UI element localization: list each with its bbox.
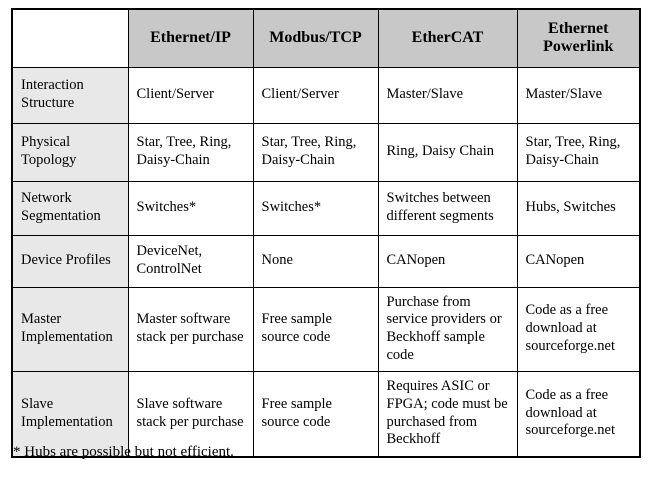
cell-interaction-ethernet-powerlink: Master/Slave <box>516 67 641 124</box>
row-label-interaction-structure: Interaction Structure <box>11 67 129 124</box>
cell-topology-ethernet-powerlink: Star, Tree, Ring, Daisy-Chain <box>516 123 641 182</box>
cell-master-ethernet-powerlink: Code as a free download at sourceforge.n… <box>516 287 641 372</box>
cell-master-modbus-tcp: Free sample source code <box>252 287 379 372</box>
cell-topology-modbus-tcp: Star, Tree, Ring, Daisy-Chain <box>252 123 379 182</box>
cell-master-ethercat: Purchase from service providers or Beckh… <box>377 287 518 372</box>
row-label-network-segmentation: Network Segmentation <box>11 181 129 236</box>
cell-profiles-ethernet-ip: DeviceNet, ControlNet <box>127 235 254 288</box>
table-footnote: * Hubs are possible but not efficient. <box>13 444 234 460</box>
column-header-ethernet-ip: Ethernet/IP <box>127 8 254 68</box>
table-row: Device Profiles DeviceNet, ControlNet No… <box>11 235 641 288</box>
cell-segmentation-ethernet-ip: Switches* <box>127 181 254 236</box>
cell-slave-modbus-tcp: Free sample source code <box>252 371 379 458</box>
cell-segmentation-modbus-tcp: Switches* <box>252 181 379 236</box>
table-body: Interaction Structure Client/Server Clie… <box>11 67 641 458</box>
column-header-ethernet-powerlink: Ethernet Powerlink <box>516 8 641 68</box>
cell-profiles-ethercat: CANopen <box>377 235 518 288</box>
row-label-device-profiles: Device Profiles <box>11 235 129 288</box>
cell-interaction-ethernet-ip: Client/Server <box>127 67 254 124</box>
table-row: Physical Topology Star, Tree, Ring, Dais… <box>11 123 641 182</box>
cell-slave-ethercat: Requires ASIC or FPGA; code must be purc… <box>377 371 518 458</box>
table-row: Slave Implementation Slave software stac… <box>11 371 641 458</box>
column-header-modbus-tcp: Modbus/TCP <box>252 8 379 68</box>
table-row: Interaction Structure Client/Server Clie… <box>11 67 641 124</box>
cell-topology-ethernet-ip: Star, Tree, Ring, Daisy-Chain <box>127 123 254 182</box>
column-header-ethercat: EtherCAT <box>377 8 518 68</box>
row-label-physical-topology: Physical Topology <box>11 123 129 182</box>
cell-topology-ethercat: Ring, Daisy Chain <box>377 123 518 182</box>
row-label-slave-implementation: Slave Implementation <box>11 371 129 458</box>
cell-master-ethernet-ip: Master software stack per purchase <box>127 287 254 372</box>
table-row: Network Segmentation Switches* Switches*… <box>11 181 641 236</box>
cell-interaction-modbus-tcp: Client/Server <box>252 67 379 124</box>
table-header-row: Ethernet/IP Modbus/TCP EtherCAT Ethernet… <box>12 8 641 68</box>
cell-segmentation-ethercat: Switches between different segments <box>377 181 518 236</box>
row-label-master-implementation: Master Implementation <box>11 287 129 372</box>
protocol-comparison-table: Ethernet/IP Modbus/TCP EtherCAT Ethernet… <box>11 8 641 458</box>
table-row: Master Implementation Master software st… <box>11 287 641 372</box>
cell-interaction-ethercat: Master/Slave <box>377 67 518 124</box>
cell-slave-ethernet-powerlink: Code as a free download at sourceforge.n… <box>516 371 641 458</box>
cell-profiles-ethernet-powerlink: CANopen <box>516 235 641 288</box>
table-corner-cell <box>12 8 129 68</box>
cell-segmentation-ethernet-powerlink: Hubs, Switches <box>516 181 641 236</box>
cell-profiles-modbus-tcp: None <box>252 235 379 288</box>
